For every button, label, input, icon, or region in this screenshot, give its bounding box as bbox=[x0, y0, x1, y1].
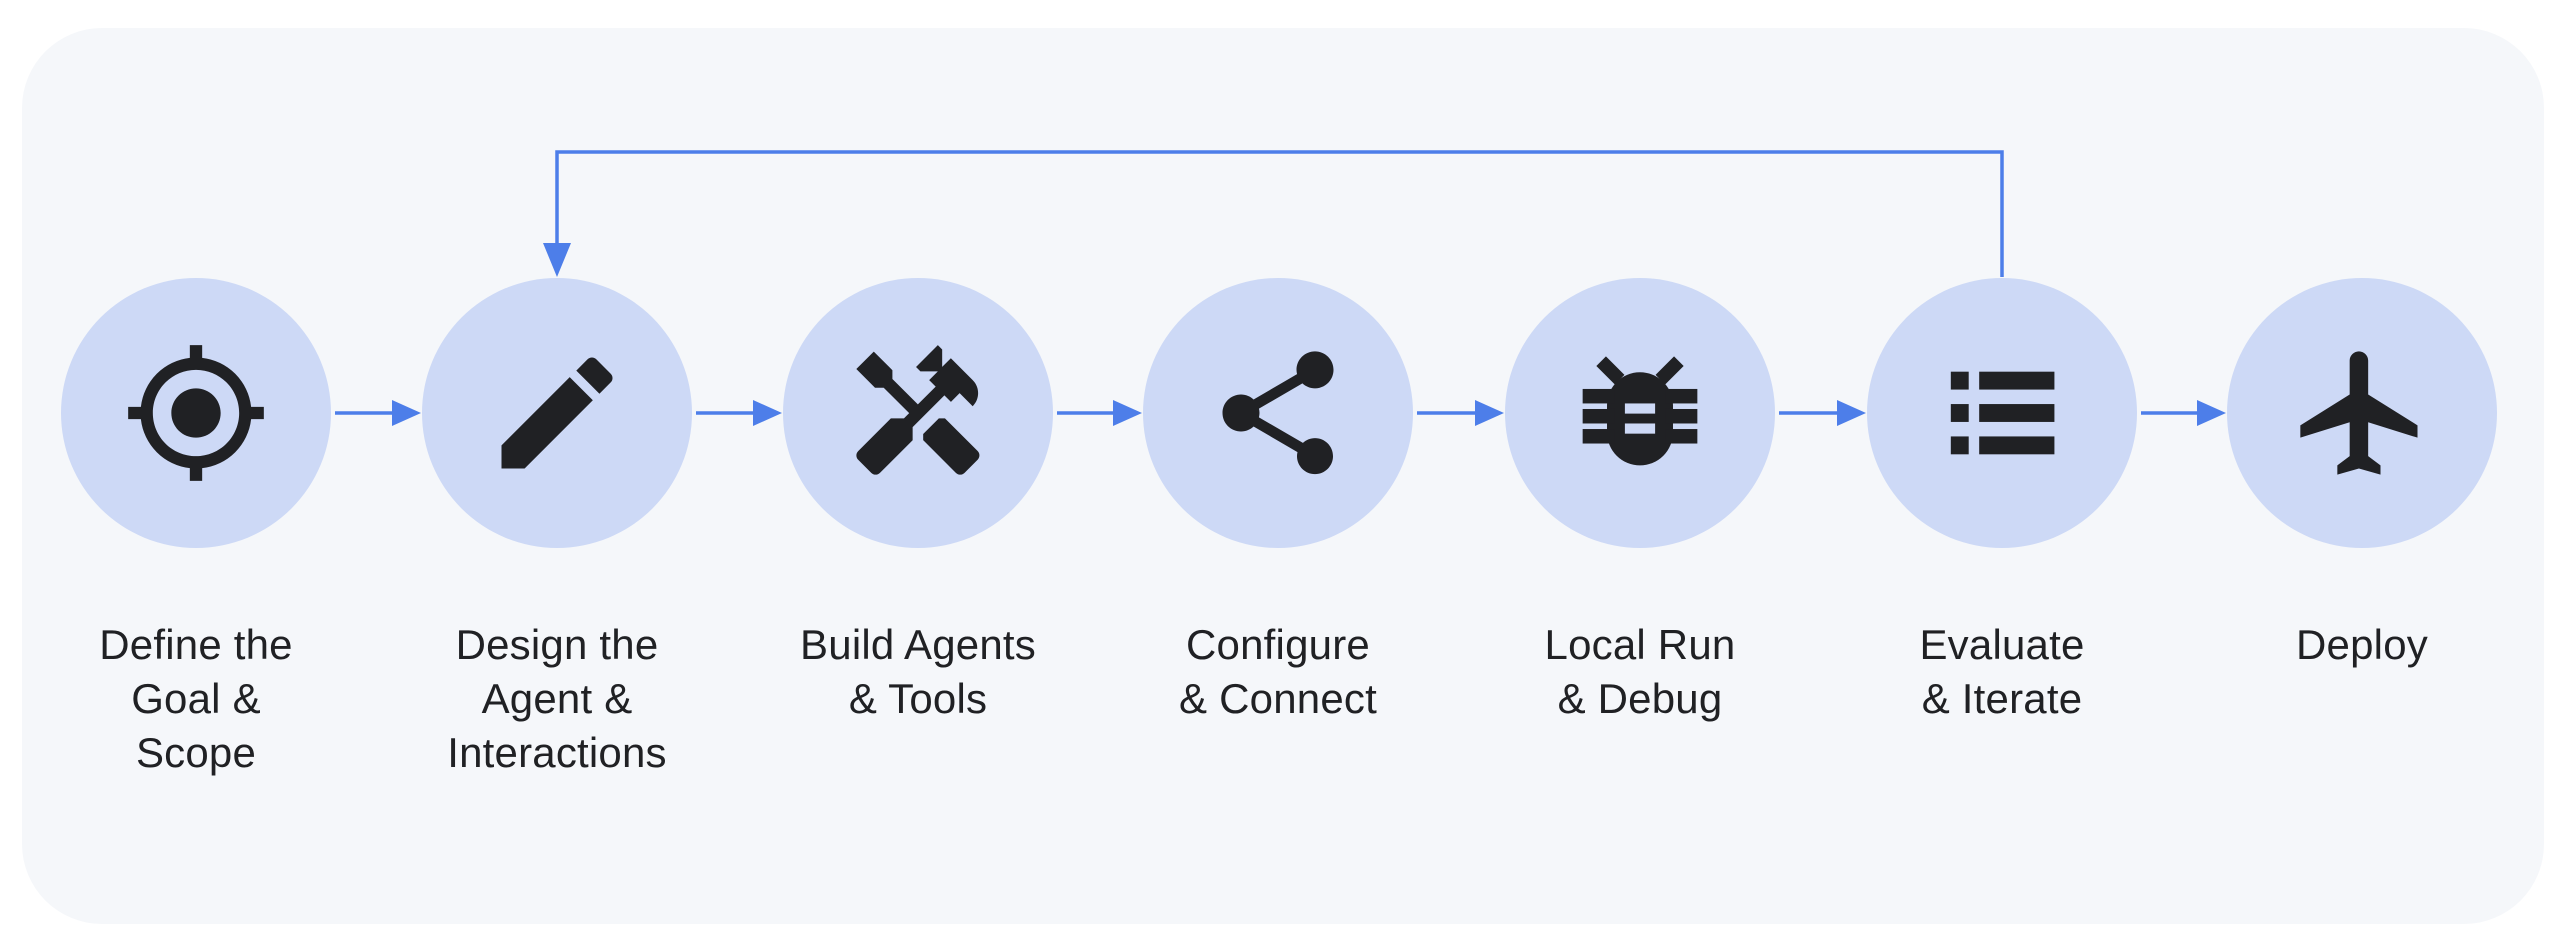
node-label: Deploy bbox=[2296, 621, 2428, 668]
node-label: Build Agents & Tools bbox=[800, 621, 1036, 722]
node-label: Define the Goal & Scope bbox=[99, 621, 293, 776]
node-circle bbox=[1505, 278, 1775, 548]
node-circle bbox=[422, 278, 692, 548]
node-label: Local Run & Debug bbox=[1544, 621, 1736, 722]
pencil-icon bbox=[483, 339, 631, 487]
bug-icon bbox=[1566, 339, 1714, 487]
node-circle bbox=[1143, 278, 1413, 548]
node-circle bbox=[783, 278, 1053, 548]
node-circle bbox=[2227, 278, 2497, 548]
handyman-icon bbox=[844, 339, 992, 487]
node-label: Evaluate & Iterate bbox=[1919, 621, 2085, 722]
node-circle bbox=[1867, 278, 2137, 548]
flight-icon bbox=[2288, 339, 2436, 487]
share-icon bbox=[1204, 339, 1352, 487]
list-icon bbox=[1928, 339, 2076, 487]
node-label: Design the Agent & Interactions bbox=[447, 621, 667, 776]
target-icon bbox=[122, 339, 270, 487]
node-label: Configure & Connect bbox=[1179, 621, 1377, 722]
node-circle bbox=[61, 278, 331, 548]
